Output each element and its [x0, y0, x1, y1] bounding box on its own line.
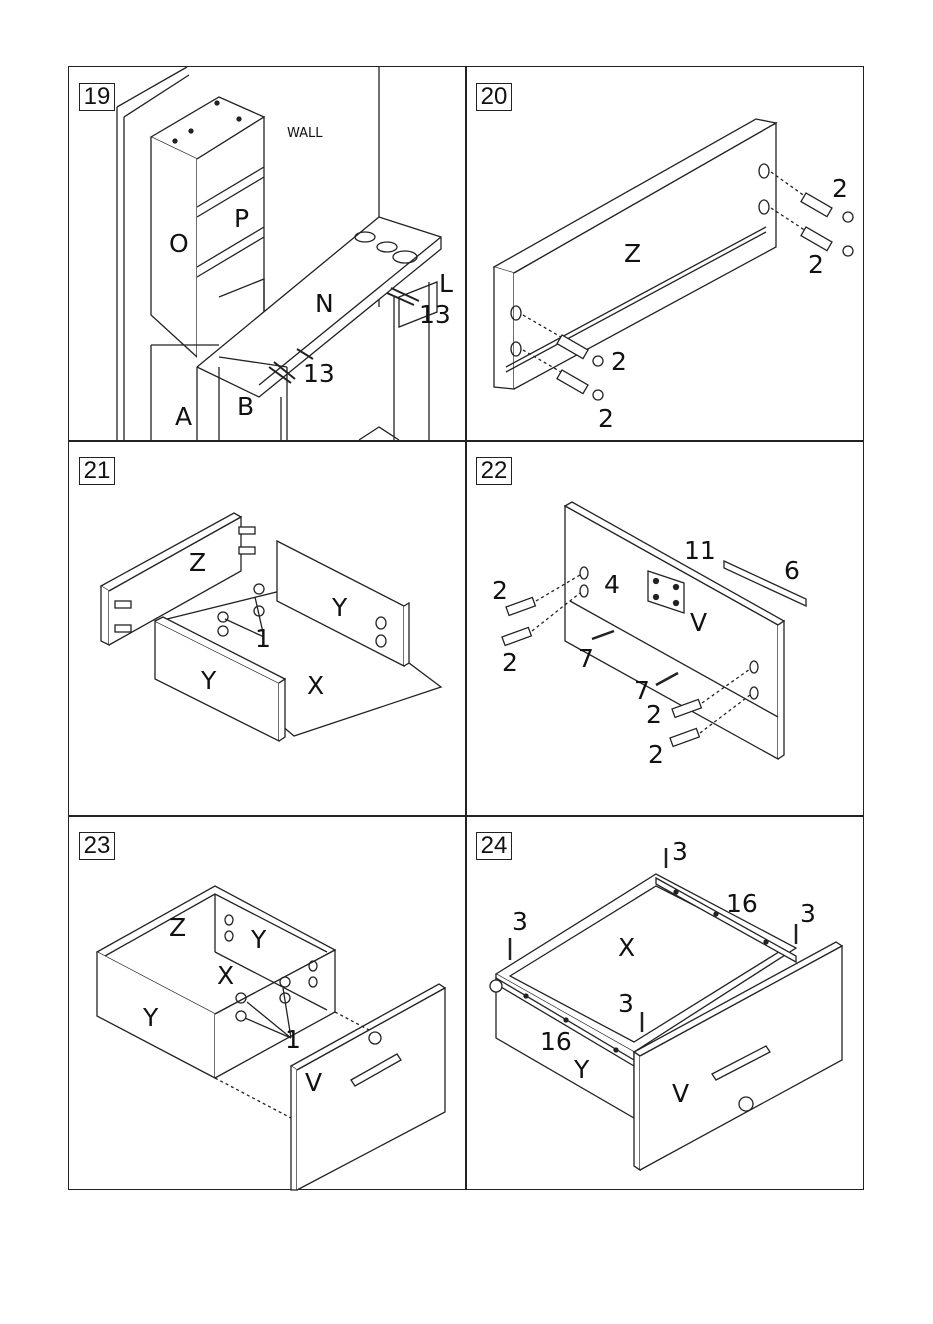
- step-20-label-z: Z: [624, 239, 641, 268]
- step-22-label-7-left: 7: [578, 644, 594, 673]
- step-21-label-z: Z: [189, 548, 206, 577]
- step-24-label-v: V: [672, 1079, 689, 1108]
- step-23-label-y-back: Y: [250, 925, 267, 954]
- step-23-label-x: X: [217, 961, 234, 990]
- step-21-diagram: Z Y 1 Y X: [69, 441, 465, 814]
- step-20-number: 20: [476, 83, 512, 111]
- step-20-label-2-bottom: 2: [598, 404, 614, 433]
- step-19-number: 19: [79, 83, 115, 111]
- step-21-label-x: X: [307, 671, 324, 700]
- step-19-label-wall: WALL: [287, 126, 323, 141]
- step-19-label-13-right: 13: [419, 300, 451, 329]
- step-22-label-2-upper-left: 2: [492, 576, 508, 605]
- step-20-label-2-upper: 2: [808, 250, 824, 279]
- step-22-label-2-lower-left: 2: [502, 648, 518, 677]
- step-20-diagram: Z 2 2 2 2: [466, 67, 863, 440]
- step-19-label-p: P: [234, 204, 249, 233]
- step-19-label-n: N: [315, 289, 334, 318]
- step-20-label-2-middle: 2: [611, 347, 627, 376]
- step-24-label-3-top: 3: [672, 837, 688, 866]
- step-19-label-a: A: [175, 402, 192, 431]
- step-22-diagram: 11 6 2 4 V 2 7 7 2 2: [466, 441, 863, 814]
- step-23-label-y-front: Y: [142, 1003, 159, 1032]
- step-24-label-3-middle: 3: [618, 989, 634, 1018]
- step-24-number: 24: [476, 832, 512, 860]
- step-21-number: 21: [79, 457, 115, 485]
- step-20-label-2-top: 2: [832, 174, 848, 203]
- step-24-label-y: Y: [573, 1055, 590, 1084]
- step-24-label-3-left: 3: [512, 907, 528, 936]
- step-24-diagram: 3 16 3 3 X 3 16 Y V: [466, 816, 863, 1190]
- step-22-label-4: 4: [604, 570, 620, 599]
- step-22-number: 22: [476, 457, 512, 485]
- step-22-label-11: 11: [684, 536, 716, 565]
- step-22-label-v: V: [690, 608, 707, 637]
- step-24-label-3-right: 3: [800, 899, 816, 928]
- step-23-label-v: V: [305, 1068, 322, 1097]
- step-22-label-2-lower-right-upper: 2: [646, 700, 662, 729]
- step-19-diagram: WALL O P N L 13 13 A B: [69, 67, 465, 440]
- step-23-number: 23: [79, 832, 115, 860]
- step-21-label-y-front: Y: [200, 666, 217, 695]
- step-24-label-16-bottom: 16: [540, 1027, 572, 1056]
- step-23-label-1: 1: [285, 1025, 301, 1054]
- step-23-label-z: Z: [169, 913, 186, 942]
- step-19-label-o: O: [169, 229, 189, 258]
- step-24-label-x: X: [618, 933, 635, 962]
- step-22-label-2-lower-right-lower: 2: [648, 740, 664, 769]
- step-24-label-16-top: 16: [726, 889, 758, 918]
- step-19-label-13-left: 13: [303, 359, 335, 388]
- step-19-label-l: L: [439, 269, 453, 298]
- step-23-diagram: Z Y X Y 1 V: [69, 816, 465, 1190]
- step-21-label-1: 1: [255, 624, 271, 653]
- step-19-label-b: B: [237, 392, 254, 421]
- step-22-label-6: 6: [784, 556, 800, 585]
- step-21-label-y-right: Y: [331, 593, 348, 622]
